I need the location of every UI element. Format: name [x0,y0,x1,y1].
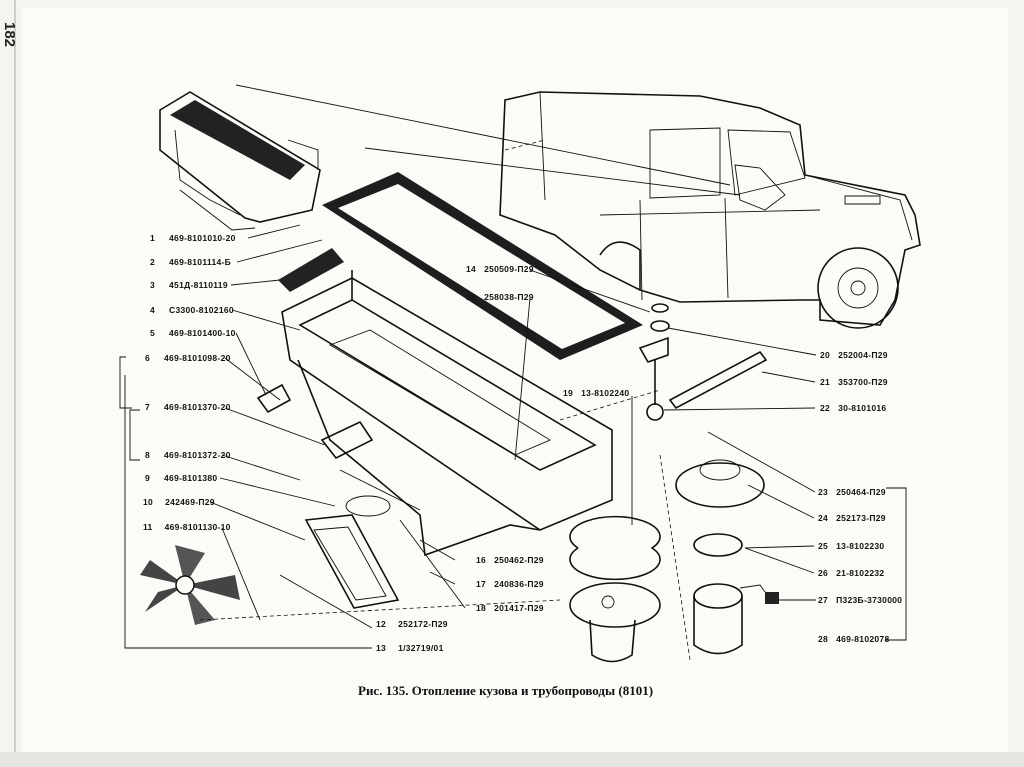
page-frame [22,8,1008,753]
small-parts-left [256,383,400,609]
bottom-edge [0,752,1024,767]
bracket-and-pin [638,303,768,421]
leader-lines [119,84,907,661]
heater-radiator-unit [159,91,321,231]
page-edge [14,0,16,767]
figure-caption: Рис. 135. Отопление кузова и трубопровод… [358,683,654,698]
seal-frame [278,172,643,360]
fan-impeller [140,545,240,625]
heater-housing [281,270,613,557]
vehicle-illustration [499,91,921,329]
heater-motor-assembly [569,459,779,663]
